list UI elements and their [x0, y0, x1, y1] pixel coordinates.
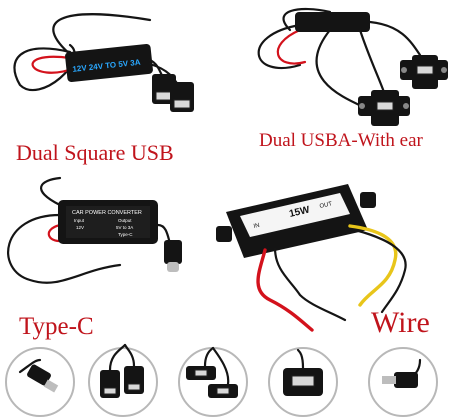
- mini-usb-icon: [5, 347, 75, 417]
- type-c-sticker-title: CAR POWER CONVERTER: [72, 210, 142, 216]
- label-dual-square-usb: Dual Square USB: [16, 140, 174, 165]
- micro-usb-angle-icon: [368, 347, 438, 417]
- label-type-c: Type-C: [19, 313, 94, 340]
- label-dual-usba-with-ear: Dual USBA-With ear: [259, 130, 423, 151]
- dual-usba-with-ear-converter: [257, 7, 448, 126]
- usb-a-female-icon: [268, 347, 338, 417]
- wire-sticker-out: OUT: [319, 201, 333, 210]
- dual-square-usb-converter: 12V 24V TO 5V 3A: [13, 13, 194, 112]
- type-c-sticker-in-val: 12V: [76, 225, 84, 230]
- connector-icons-row: [5, 343, 438, 417]
- wire-converter: 15W IN OUT: [216, 184, 407, 332]
- type-c-sticker-out-val: 5V to 3A: [116, 225, 133, 230]
- wire-sticker-in: IN: [253, 223, 260, 230]
- label-wire: Wire: [371, 306, 430, 339]
- dual-usb-ear-icon: [178, 346, 248, 417]
- type-c-sticker-output: Output: [118, 218, 132, 223]
- type-c-converter: CAR POWER CONVERTER Input Output 12V 5V …: [7, 176, 182, 284]
- dual-usb-a-icon: [88, 343, 158, 417]
- wire-sticker-power: 15W: [288, 204, 311, 219]
- type-c-sticker-input: Input: [74, 218, 85, 223]
- type-c-sticker-kind: Type-C: [118, 232, 133, 237]
